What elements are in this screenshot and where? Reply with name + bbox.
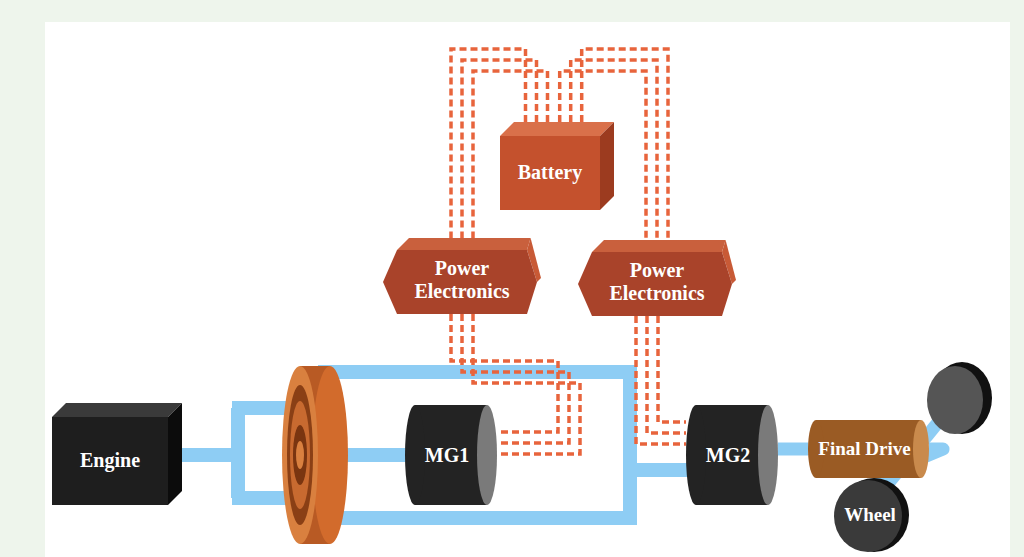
engine-shaft bbox=[170, 408, 300, 498]
motor-generator: MG1 bbox=[405, 405, 497, 505]
node-label: Power Electronics bbox=[403, 257, 521, 303]
node-label: Final Drive bbox=[818, 438, 910, 460]
upper-wheel bbox=[927, 362, 992, 434]
node-label: MG2 bbox=[706, 444, 750, 467]
drive-shaft bbox=[778, 449, 808, 450]
node-label: Battery bbox=[518, 161, 582, 184]
wheel: Wheel bbox=[833, 478, 907, 552]
power-electronics-box: Power Electronics bbox=[578, 240, 736, 316]
wire-strand bbox=[636, 316, 686, 444]
shaft-line bbox=[778, 443, 808, 456]
power-wire bbox=[636, 316, 686, 444]
final-drive: Final Drive bbox=[808, 420, 929, 478]
wire-strand bbox=[658, 316, 686, 422]
engine-box: Engine bbox=[52, 403, 182, 505]
node-label: Engine bbox=[80, 449, 140, 472]
node-label: Wheel bbox=[844, 504, 896, 526]
node-label: Power Electronics bbox=[598, 259, 716, 305]
planetary-gear bbox=[282, 366, 348, 544]
panel-ground bbox=[45, 22, 1010, 557]
power-electronics-box: Power Electronics bbox=[383, 238, 541, 314]
node-label: MG1 bbox=[425, 444, 469, 467]
wire-strand bbox=[647, 316, 686, 433]
ring-shaft bbox=[318, 372, 690, 518]
motor-generator: MG2 bbox=[686, 405, 778, 505]
battery-box: Battery bbox=[500, 122, 614, 210]
